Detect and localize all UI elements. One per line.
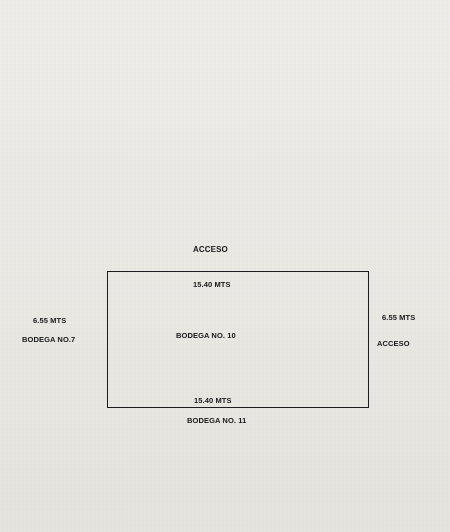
left-dimension-label: 6.55 MTS [33,316,67,325]
top-access-label: ACCESO [193,245,228,254]
bottom-neighbor-label: BODEGA NO. 11 [187,416,247,425]
left-neighbor-label: BODEGA NO.7 [22,335,76,344]
bottom-dimension-label: 15.40 MTS [194,396,232,405]
plot-outline [107,271,369,408]
top-dimension-label: 15.40 MTS [193,280,231,289]
right-dimension-label: 6.55 MTS [382,313,416,322]
center-unit-label: BODEGA NO. 10 [176,331,236,340]
right-access-label: ACCESO [377,339,410,348]
